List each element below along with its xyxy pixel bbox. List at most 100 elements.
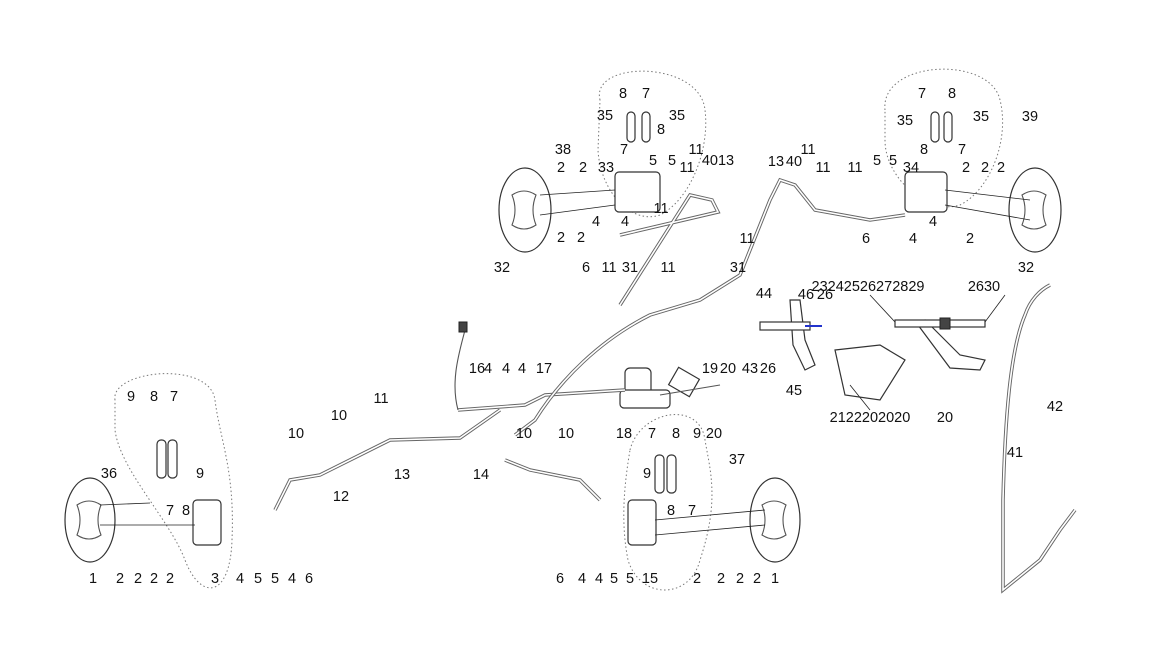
- brake-disc-front-left: [498, 167, 552, 253]
- part-number-label: 11: [688, 142, 703, 158]
- part-number-label: 2: [116, 571, 124, 587]
- part-number-label: 5: [271, 571, 279, 587]
- caliper-rear-left: [192, 499, 222, 546]
- part-number-label: 18: [616, 426, 632, 442]
- part-number-label: 2: [579, 160, 587, 176]
- part-number-label: 4: [592, 214, 600, 230]
- part-number-label: 2: [577, 230, 585, 246]
- part-number-label: 8: [948, 86, 956, 102]
- part-number-label: 35: [597, 108, 613, 124]
- part-number-label: 35: [897, 113, 913, 129]
- part-number-label: 11: [660, 260, 675, 276]
- leader-lines: [99, 189, 1031, 536]
- part-number-label: 11: [601, 260, 616, 276]
- part-number-label: 3: [211, 571, 219, 587]
- part-number-label: 32: [1018, 260, 1034, 276]
- part-number-label: 46: [798, 287, 814, 303]
- part-number-label: 9: [693, 426, 701, 442]
- part-number-label: 4013: [702, 153, 734, 169]
- part-number-label: 5: [610, 571, 618, 587]
- part-number-label: 4: [288, 571, 296, 587]
- part-number-label: 11: [653, 201, 668, 217]
- part-number-label: 5: [649, 153, 657, 169]
- part-number-label: 8: [672, 426, 680, 442]
- part-number-label: 6: [305, 571, 313, 587]
- part-number-label: 8: [150, 389, 158, 405]
- brake-lines: [273, 177, 906, 511]
- part-number-label: 31: [622, 260, 638, 276]
- brake-pedal-assembly: [759, 299, 986, 401]
- part-number-label: 12: [333, 489, 349, 505]
- part-number-label: 7: [648, 426, 656, 442]
- brake-disc-rear-right: [749, 477, 801, 563]
- part-number-label: 40: [786, 154, 802, 170]
- part-number-label: 10: [516, 426, 532, 442]
- part-number-label: 7: [958, 142, 966, 158]
- part-number-label: 10: [288, 426, 304, 442]
- caliper-rear-right: [627, 499, 657, 546]
- caliper-front-left: [614, 171, 661, 213]
- part-number-label: 2: [166, 571, 174, 587]
- part-number-label: 5: [889, 153, 897, 169]
- part-number-label: 11: [815, 160, 830, 176]
- part-number-label: 19: [702, 361, 718, 377]
- part-number-label: 4: [929, 214, 937, 230]
- part-number-label: 32: [494, 260, 510, 276]
- part-number-label: 7: [166, 503, 174, 519]
- part-number-label: 11: [679, 160, 694, 176]
- part-number-label: 16: [469, 361, 485, 377]
- part-number-label: 43: [742, 361, 758, 377]
- part-number-label: 2: [693, 571, 701, 587]
- part-number-label: 35: [669, 108, 685, 124]
- part-number-label: 39: [1022, 109, 1038, 125]
- part-number-label: 4: [578, 571, 586, 587]
- brake-disc-rear-left: [64, 477, 116, 563]
- part-number-label: 26: [760, 361, 776, 377]
- part-number-label: 2: [753, 571, 761, 587]
- part-number-label: 8: [920, 142, 928, 158]
- caliper-front-right: [904, 171, 948, 213]
- part-number-label: 4: [236, 571, 244, 587]
- part-number-label: 7: [170, 389, 178, 405]
- part-number-label: 11: [847, 160, 862, 176]
- part-number-label: 14: [473, 467, 489, 483]
- part-number-label: 2: [557, 160, 565, 176]
- brake-pads: [156, 111, 953, 494]
- part-number-label: 13: [768, 154, 784, 170]
- part-number-label: 7: [918, 86, 926, 102]
- group-outline-37: [623, 414, 713, 591]
- part-number-label: 9: [127, 389, 135, 405]
- part-number-label: 41: [1007, 445, 1023, 461]
- part-number-label: 7: [620, 142, 628, 158]
- part-number-label: 2122202020: [830, 410, 911, 426]
- part-number-label: 13: [394, 467, 410, 483]
- group-outline-38: [597, 70, 707, 218]
- part-number-label: 38: [555, 142, 571, 158]
- part-number-label: 31: [730, 260, 746, 276]
- part-number-label: 11: [800, 142, 815, 158]
- part-number-label: 2: [966, 231, 974, 247]
- part-number-label: 8: [667, 503, 675, 519]
- part-number-label: 4: [502, 361, 510, 377]
- part-number-label: 7: [688, 503, 696, 519]
- part-number-label: 34: [903, 160, 919, 176]
- part-number-label: 5: [873, 153, 881, 169]
- part-number-label: 1: [89, 571, 97, 587]
- part-number-label: 23242526272829: [812, 279, 925, 295]
- part-number-label: 4: [909, 231, 917, 247]
- part-number-label: 15: [642, 571, 658, 587]
- part-number-label: 5: [626, 571, 634, 587]
- part-number-label: 9: [196, 466, 204, 482]
- part-number-label: 6: [582, 260, 590, 276]
- part-number-label: 9: [643, 466, 651, 482]
- part-number-label: 36: [101, 466, 117, 482]
- part-number-label: 37: [729, 452, 745, 468]
- part-number-label: 2630: [968, 279, 1000, 295]
- parking-brake-cable: [1001, 283, 1077, 594]
- part-number-label: 4: [595, 571, 603, 587]
- part-number-label: 33: [598, 160, 614, 176]
- part-number-label: 20: [720, 361, 736, 377]
- part-number-label: 1: [771, 571, 779, 587]
- part-number-label: 5: [668, 153, 676, 169]
